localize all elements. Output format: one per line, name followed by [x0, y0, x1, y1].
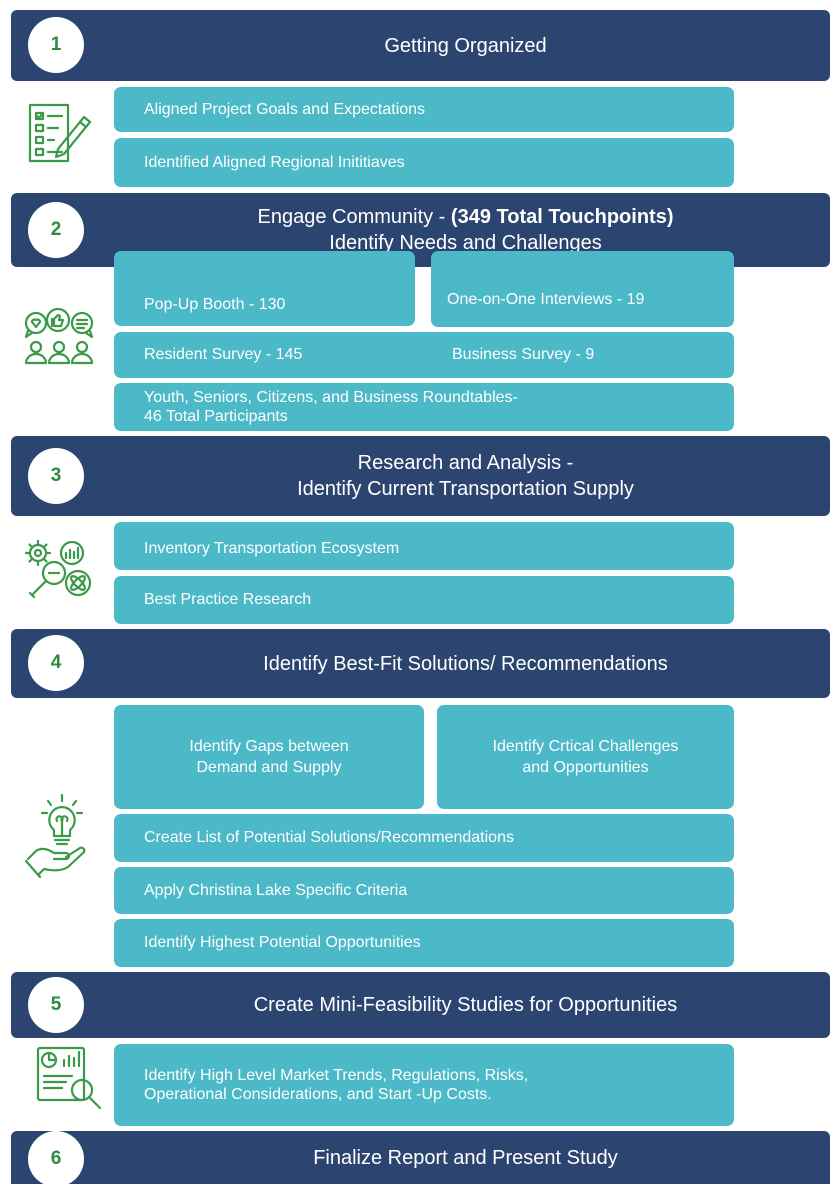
phase-number: 3	[28, 448, 84, 504]
phase-4-item: Apply Christina Lake Specific Criteria	[114, 867, 734, 914]
phase-4-item: Identify Highest Potential Opportunities	[114, 919, 734, 967]
phase-2-item: Pop-Up Booth - 130	[114, 251, 415, 326]
phase-title-text: Create Mini-Feasibility Studies for Oppo…	[253, 994, 678, 1016]
phase-4-header: 4 Identify Best-Fit Solutions/ Recommend…	[11, 629, 830, 698]
phase-number: 2	[28, 202, 84, 258]
phase-4-item: Identify Crtical Challenges and Opportun…	[437, 705, 734, 809]
phase-title-text: Getting Organized	[384, 34, 547, 57]
phase-title-text: Finalize Report and Present Study	[313, 1146, 618, 1169]
interviews-label: One-on-One Interviews - 19	[447, 291, 645, 308]
research-analysis-icon	[24, 539, 96, 601]
lightbulb-hand-icon	[24, 793, 94, 883]
phase-1-header: 1 Getting Organized	[11, 10, 830, 81]
phase-1-item: Aligned Project Goals and Expectations	[114, 87, 734, 132]
business-survey-label: Business Survey - 9	[452, 346, 595, 363]
phase-5-header: 5 Create Mini-Feasibility Studies for Op…	[11, 972, 830, 1038]
phase-title: Create Mini-Feasibility Studies for Oppo…	[111, 972, 820, 1038]
touchpoints-total: (349 Total Touchpoints)	[450, 206, 674, 228]
phase-title: Identify Best-Fit Solutions/ Recommendat…	[111, 629, 820, 698]
phase-3-item: Best Practice Research	[114, 576, 734, 624]
phase-subtitle: Identify Needs and Challenges	[329, 232, 602, 254]
checklist-pencil-icon	[24, 103, 94, 165]
challenges-line-2: and Opportunities	[522, 759, 649, 776]
phase-subtitle: Identify Current Transportation Supply	[297, 478, 634, 500]
report-magnifier-icon	[34, 1046, 106, 1112]
roundtables-participants: 46 Total Participants	[144, 408, 288, 425]
phase-3-header: 3 Research and Analysis - Identify Curre…	[11, 436, 830, 516]
phase-4-item: Identify Gaps between Demand and Supply	[114, 705, 424, 809]
gaps-line-1: Identify Gaps between	[189, 738, 349, 755]
challenges-line-1: Identify Crtical Challenges	[492, 738, 679, 755]
roundtables-label: Youth, Seniors, Citizens, and Business R…	[144, 389, 518, 406]
phase-1-item: Identified Aligned Regional Inititiaves	[114, 138, 734, 187]
phase-6-header: 6 Finalize Report and Present Study	[11, 1131, 830, 1184]
phase-title-text: Engage Community -	[257, 206, 451, 228]
phase-2-item: Youth, Seniors, Citizens, and Business R…	[114, 383, 734, 431]
phase-title-text: Identify Best-Fit Solutions/ Recommendat…	[263, 652, 668, 675]
feasibility-line-2: Operational Considerations, and Start -U…	[144, 1086, 492, 1103]
feasibility-line-1: Identify High Level Market Trends, Regul…	[144, 1067, 529, 1084]
phase-5-item: Identify High Level Market Trends, Regul…	[114, 1044, 734, 1126]
phase-title: Engage Community - (349 Total Touchpoint…	[111, 193, 820, 267]
phase-title: Getting Organized	[111, 10, 820, 81]
phase-title: Finalize Report and Present Study	[111, 1131, 820, 1184]
gaps-line-2: Demand and Supply	[196, 759, 342, 776]
phase-title: Research and Analysis - Identify Current…	[111, 436, 820, 516]
phase-number: 5	[28, 977, 84, 1033]
phase-3-item: Inventory Transportation Ecosystem	[114, 522, 734, 570]
phase-2-item: One-on-One Interviews - 19	[431, 251, 734, 327]
phase-4-item: Create List of Potential Solutions/Recom…	[114, 814, 734, 862]
phase-title-text: Research and Analysis -	[357, 452, 574, 474]
phase-number: 4	[28, 635, 84, 691]
resident-survey-label: Resident Survey - 145	[144, 346, 303, 363]
phase-number: 1	[28, 17, 84, 73]
community-feedback-icon	[22, 307, 96, 369]
phase-number: 6	[28, 1131, 84, 1184]
phase-2-item: Resident Survey - 145 Business Survey - …	[114, 332, 734, 378]
